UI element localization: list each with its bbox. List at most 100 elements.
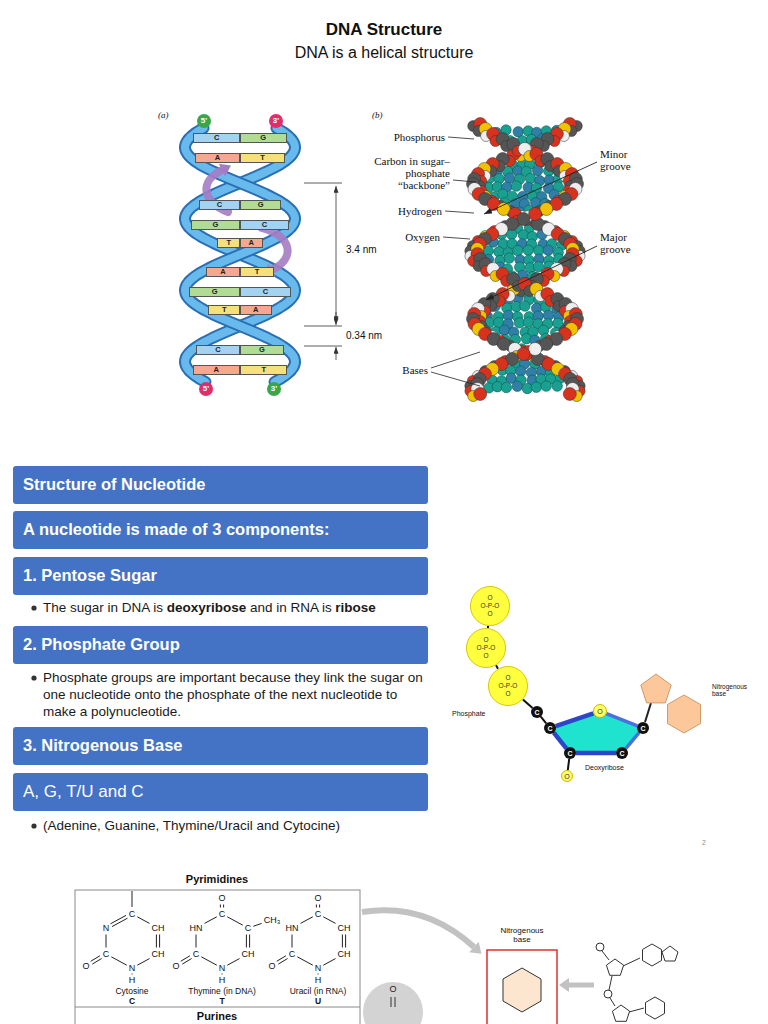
groove-arrow [484, 162, 597, 214]
node-text: 3' [271, 385, 277, 393]
groove-arrow [486, 246, 597, 300]
bullet-line: The sugar in DNA isdeoxyriboseand in RNA… [43, 600, 376, 616]
polymer-base [643, 944, 662, 966]
section-band: 2. Phosphate Group [13, 626, 428, 664]
base-pair-half: G [240, 133, 287, 143]
node-text: C [215, 346, 220, 354]
backbone-atom [529, 343, 542, 356]
base-pair-half: A [206, 267, 240, 277]
band-text: A nucleotide is made of 3 components: [23, 520, 330, 540]
node-text: O [505, 674, 510, 682]
polymer-bond [609, 976, 612, 990]
node-text: C [567, 750, 572, 757]
atom-label: H [219, 976, 226, 985]
node-text: G [258, 201, 264, 209]
table-frame [75, 890, 360, 1024]
bond-connector [576, 751, 616, 756]
base-pair-half: G [240, 200, 281, 210]
polymer-sugar [612, 1005, 629, 1021]
atom-label: C [289, 950, 296, 959]
chemical-bond [345, 935, 346, 948]
rotation-arrow [262, 228, 288, 270]
polymer-phosphate [604, 990, 612, 998]
helix-strand [185, 128, 295, 382]
atom-label: CH [242, 950, 255, 959]
band-text: 2. Phosphate Group [23, 635, 180, 655]
chemical-bond [323, 917, 335, 924]
base-pair-half: C [193, 133, 240, 143]
node-text: 5' [201, 117, 207, 125]
node-text: A [215, 154, 220, 162]
base-atom [523, 245, 533, 255]
base-pair-half: A [195, 153, 240, 163]
polymer-base [646, 997, 665, 1019]
chemical-bond [253, 923, 261, 926]
atom-label: CH [338, 950, 351, 959]
node-text: O [487, 610, 492, 618]
chemical-bond [201, 957, 217, 965]
double-bond [391, 997, 392, 1007]
atom-label: C [193, 950, 200, 959]
base-atom [541, 381, 551, 391]
polymer-bond [610, 998, 615, 1006]
atom-label: CH [152, 950, 165, 959]
subtitle: DNA is a helical structure [0, 43, 768, 62]
bullet-text: The sugar in DNA is [43, 600, 163, 615]
dimension-line [336, 347, 337, 360]
chemical-bond [181, 956, 190, 962]
rotation-arrowhead [219, 164, 231, 176]
bond-connector [523, 699, 533, 708]
chemical-bond [132, 974, 133, 975]
base-pair-half: A [240, 238, 263, 248]
atom-label: N [103, 924, 110, 933]
panel-letter: (b) [372, 110, 383, 121]
dimension-line [336, 312, 337, 325]
atom-label: N [129, 964, 136, 973]
base-pair-half: A [193, 365, 240, 375]
chemical-bond [223, 905, 224, 908]
backbone-atom [529, 208, 542, 221]
leader-line [448, 137, 474, 139]
node-text: O [483, 652, 488, 660]
base-pair-half: T [208, 305, 240, 315]
part-label: Hydrogen [382, 205, 442, 218]
atom-label: HN [286, 924, 299, 933]
space-filling-model [465, 118, 585, 402]
chemical-bond [111, 915, 127, 923]
bullet-dot [31, 675, 36, 680]
bullet-text: ribose [335, 600, 376, 615]
carbon-atom: C [637, 722, 649, 734]
chemical-bond [246, 935, 247, 948]
strand-end-marker: 3' [269, 114, 283, 128]
node-text: A [249, 239, 254, 247]
leader-line [453, 180, 476, 182]
atom-label: H [315, 976, 322, 985]
helix-strand [185, 128, 295, 382]
node-text: 3' [273, 117, 279, 125]
node-text: O [505, 690, 510, 698]
base-name: Cytosine [115, 987, 148, 996]
part-label: Oxygen [384, 231, 440, 244]
part-label: Nitrogenous base [712, 683, 762, 698]
pointer-arrowhead [559, 978, 569, 992]
band-text: A, G, T/U and C [23, 782, 144, 802]
atom-label: C [103, 950, 110, 959]
atom-label: CH₃ [264, 916, 281, 925]
chemical-bond [316, 905, 317, 908]
helix-strand-edge [185, 128, 295, 382]
dimension-tick [304, 326, 342, 327]
node-text: O-P-O [481, 602, 500, 610]
dimension-label: 3.4 nm [346, 244, 377, 256]
base-atom [512, 381, 522, 391]
base-pair-half: G [191, 220, 240, 230]
chemical-bond [227, 959, 239, 966]
strand-end-marker: 5' [197, 114, 211, 128]
bond-connector [568, 759, 569, 770]
base-pair-half: G [240, 345, 284, 355]
node-text: C [214, 134, 219, 142]
node-text: G [260, 134, 266, 142]
node-text: G [259, 346, 265, 354]
part-label: Phosphorus [385, 131, 445, 144]
phosphate-group: OO-P-OO [466, 628, 506, 668]
node-text: O [597, 708, 602, 715]
